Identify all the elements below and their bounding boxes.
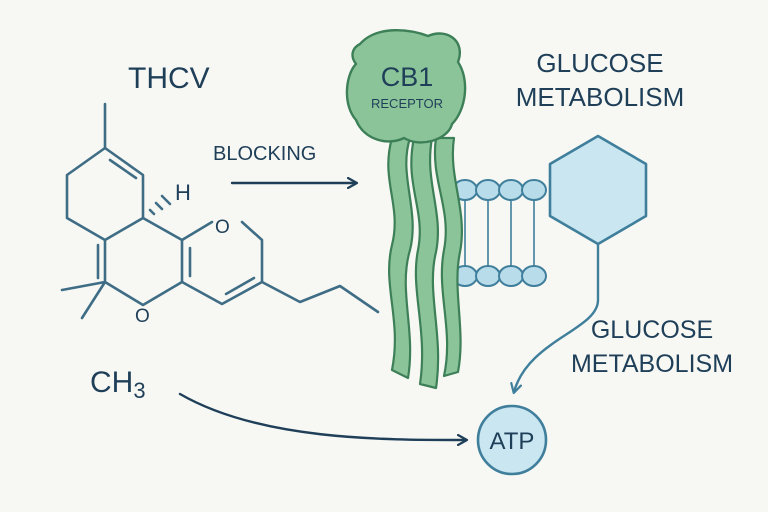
cb1-receptor bbox=[345, 29, 467, 390]
atp-label: ATP bbox=[490, 428, 535, 455]
methyl-to-atp-arrow bbox=[178, 392, 466, 440]
receptor-head bbox=[345, 29, 467, 144]
hexagon-to-atp-arrow bbox=[514, 242, 600, 392]
glucose-top-line1: GLUCOSE bbox=[536, 48, 663, 78]
lipid-bilayer bbox=[452, 179, 547, 287]
molecule-title: THCV bbox=[128, 62, 210, 95]
ring-middle bbox=[103, 216, 184, 307]
oxygen-label-lower: O bbox=[135, 306, 150, 327]
thcv-structure bbox=[60, 102, 380, 320]
bond-double-right bbox=[188, 246, 256, 296]
receptor-subtitle: RECEPTOR bbox=[371, 96, 443, 111]
methyl-label: CH3 bbox=[90, 366, 146, 403]
glucose-hexagon bbox=[548, 134, 648, 246]
hydrogen-label: H bbox=[175, 180, 191, 205]
receptor-title: CB1 bbox=[381, 62, 434, 92]
glucose-top-line2: METABOLISM bbox=[516, 82, 685, 112]
propyl-chain bbox=[260, 280, 380, 314]
blocking-label: BLOCKING bbox=[213, 143, 316, 165]
oxygen-label-upper: O bbox=[215, 217, 230, 238]
glucose-right-line1: GLUCOSE bbox=[591, 316, 713, 344]
bond-dimethyl bbox=[60, 280, 107, 320]
hashed-bond bbox=[148, 194, 172, 216]
atp-circle bbox=[476, 404, 548, 476]
bond-double-upper bbox=[108, 158, 138, 180]
ring-upper bbox=[65, 146, 145, 242]
glucose-right-line2: METABOLISM bbox=[571, 350, 733, 378]
